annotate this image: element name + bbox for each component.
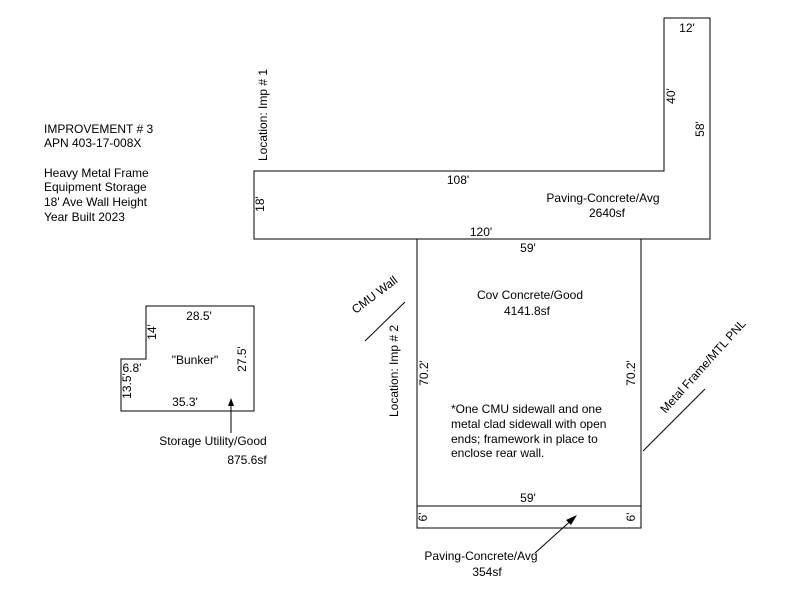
metal-frame-leader xyxy=(642,388,706,452)
paving-bottom-type: Paving-Concrete/Avg xyxy=(424,549,537,563)
paving-bottom-outline xyxy=(416,505,642,529)
bunker-dim-step: 6.8' xyxy=(123,361,142,375)
paving-top-dim-top: 12' xyxy=(679,21,695,35)
paving-top-dim-outer-vertical: 58' xyxy=(693,121,707,137)
paving-top-dim-mid: 108' xyxy=(447,173,469,187)
covered-outline xyxy=(416,238,642,507)
covered-area-value: 4141.8sf xyxy=(504,304,551,318)
info-year-built: Year Built 2023 xyxy=(44,210,125,224)
info-improvement: IMPROVEMENT # 3 xyxy=(44,122,153,136)
info-apn: APN 403-17-008X xyxy=(44,136,141,150)
covered-area: 59' 59' 70.2' 70.2' Cov Concrete/Good 41… xyxy=(387,238,642,507)
bunker-name: "Bunker" xyxy=(172,353,219,367)
paving-top-dim-left: 18' xyxy=(253,196,267,212)
paving-top-dim-inner-vertical: 40' xyxy=(664,88,678,104)
covered-dim-right: 70.2' xyxy=(624,360,638,386)
info-wall-height: 18' Ave Wall Height xyxy=(44,195,148,209)
covered-dim-bottom: 59' xyxy=(520,491,536,505)
bunker-dim-top: 28.5' xyxy=(186,309,212,323)
paving-top-dim-bottom: 120' xyxy=(470,225,492,239)
bunker-dim-left-upper: 14' xyxy=(145,324,159,340)
covered-note-line-1: *One CMU sidewall and one xyxy=(451,402,602,416)
info-construction: Heavy Metal Frame xyxy=(44,166,149,180)
covered-note-line-3: ends; framework in place to xyxy=(451,432,598,446)
paving-bottom-arrowhead xyxy=(566,515,577,525)
paving-top-outline xyxy=(253,17,711,240)
paving-bottom-area: 6' 6' Paving-Concrete/Avg 354sf xyxy=(416,505,642,579)
paving-top-type: Paving-Concrete/Avg xyxy=(546,191,659,205)
paving-bottom-area-value: 354sf xyxy=(472,565,502,579)
paving-bottom-leader xyxy=(534,516,576,554)
paving-bottom-dim-right: 6' xyxy=(624,513,638,522)
bunker-dim-left-lower: 13.5' xyxy=(120,373,134,399)
paving-bottom-dim-left: 6' xyxy=(416,513,430,522)
paving-top-area-value: 2640sf xyxy=(589,206,626,220)
metal-frame-callout: Metal Frame/MTL PNL xyxy=(642,316,749,452)
covered-note-line-2: metal clad sidewall with open xyxy=(451,417,606,431)
covered-location: Location: Imp # 2 xyxy=(387,325,401,417)
cmu-wall-label: CMU Wall xyxy=(349,273,400,316)
metal-frame-label: Metal Frame/MTL PNL xyxy=(657,316,749,415)
covered-dim-left: 70.2' xyxy=(417,360,431,386)
covered-note-line-4: enclose rear wall. xyxy=(451,446,544,460)
bunker-area-value: 875.6sf xyxy=(227,453,267,467)
paving-top-location: Location: Imp # 1 xyxy=(256,69,270,161)
covered-dim-top: 59' xyxy=(520,241,536,255)
bunker-outline xyxy=(120,305,255,412)
bunker-area: 28.5' 27.5' 35.3' 14' 6.8' 13.5' "Bunker… xyxy=(120,305,267,467)
paving-top-area: 12' 40' 58' 18' 108' 120' Paving-Concret… xyxy=(253,17,711,240)
info-block: IMPROVEMENT # 3 APN 403-17-008X Heavy Me… xyxy=(44,122,153,224)
info-use: Equipment Storage xyxy=(44,180,147,194)
bunker-arrowhead xyxy=(228,398,234,406)
bunker-type: Storage Utility/Good xyxy=(159,434,266,448)
covered-type: Cov Concrete/Good xyxy=(477,288,583,302)
cmu-wall-leader xyxy=(364,301,406,342)
bunker-dim-right: 27.5' xyxy=(235,346,249,372)
bunker-dim-bottom: 35.3' xyxy=(172,395,198,409)
